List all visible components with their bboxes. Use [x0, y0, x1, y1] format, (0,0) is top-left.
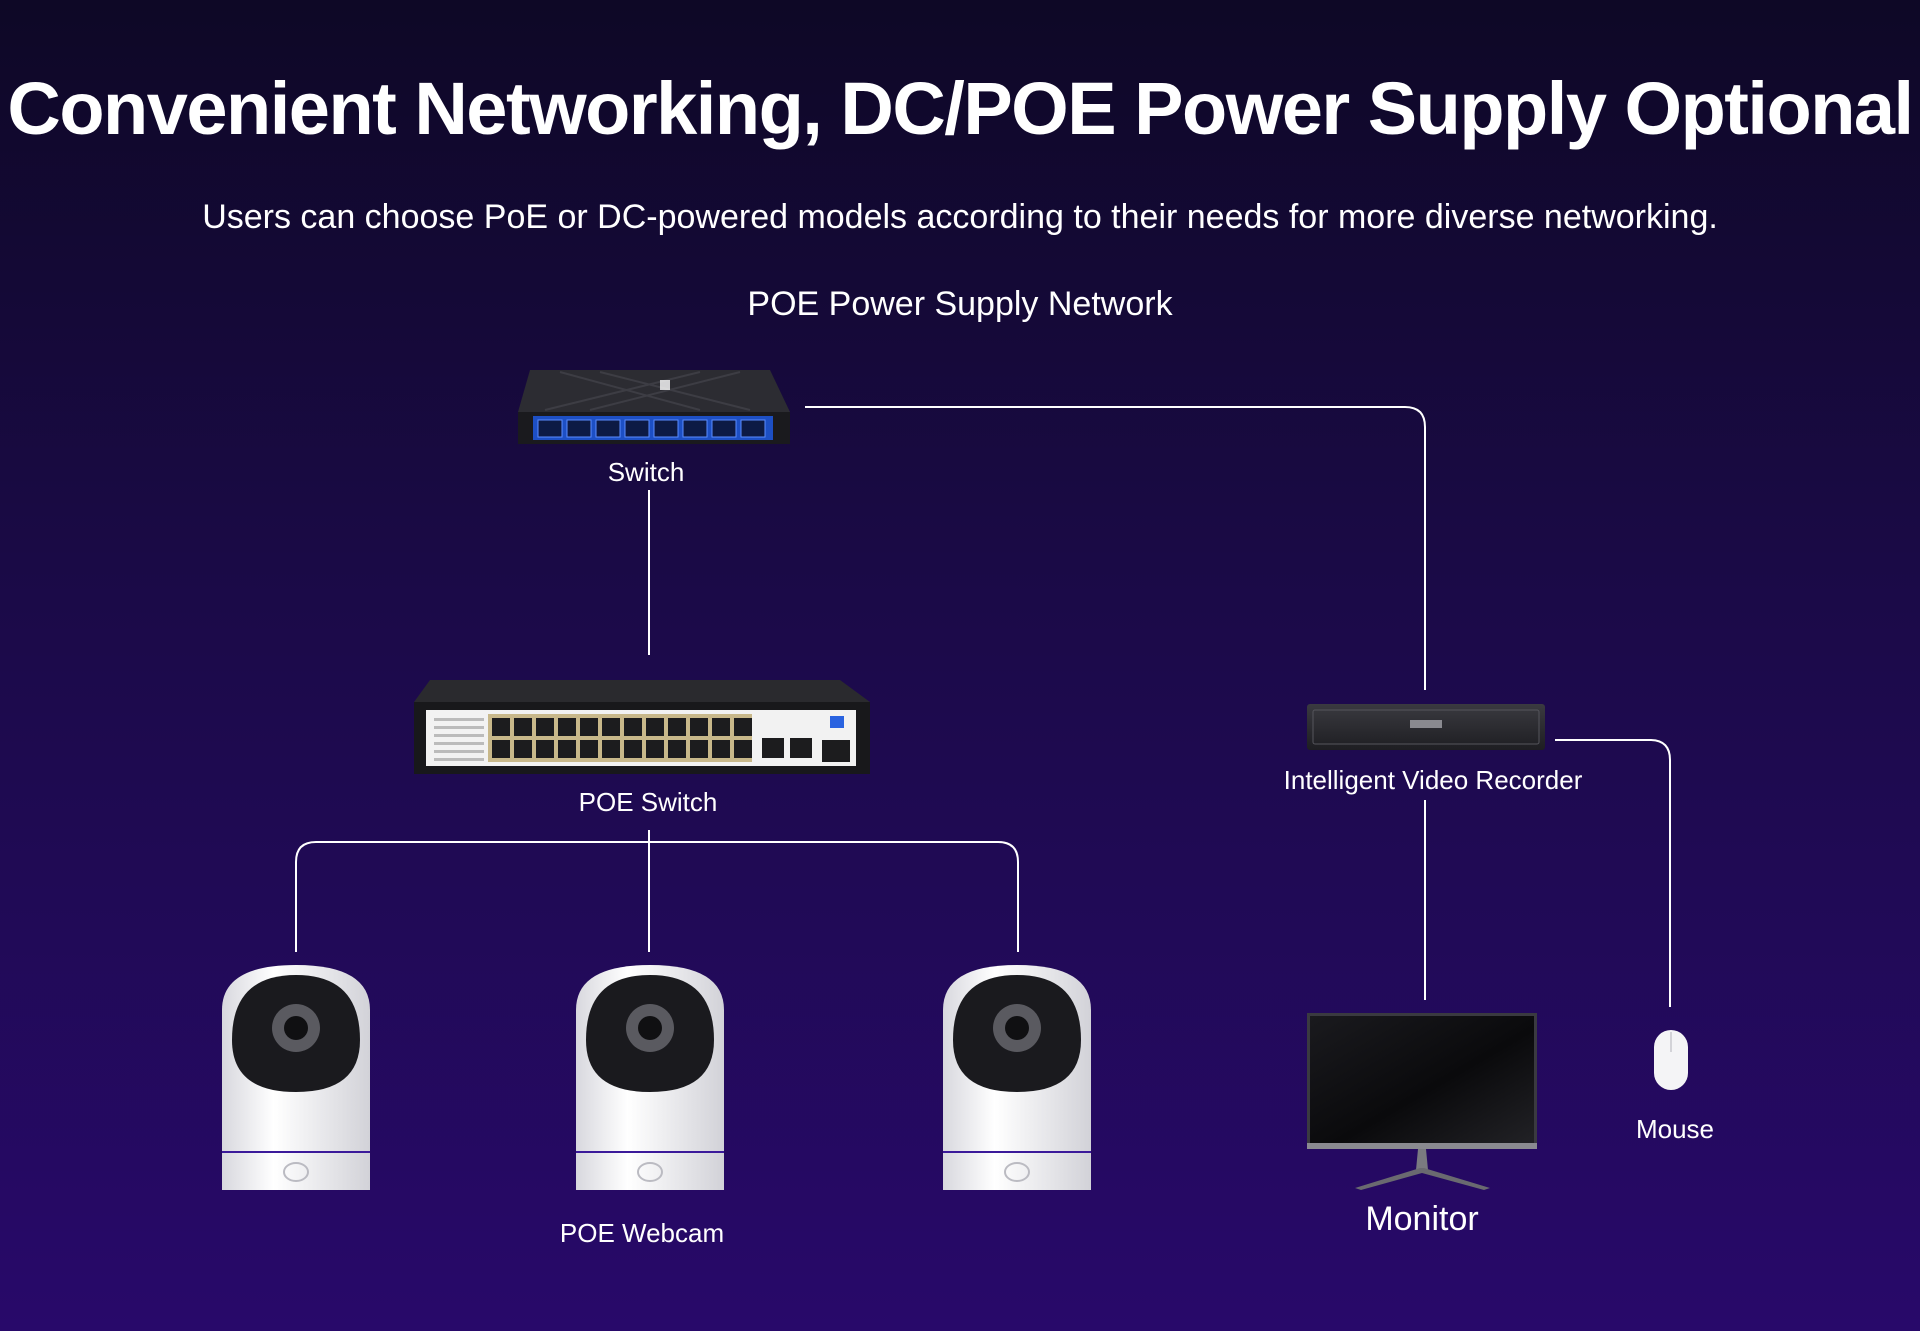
- line-recorder-to-mouse: [1555, 739, 1671, 1007]
- mouse-icon: [1654, 1030, 1688, 1090]
- switch-icon: [518, 370, 790, 444]
- connection-lines: [295, 406, 1671, 1007]
- webcam-icon: [576, 965, 724, 1190]
- page-subtitle: Users can choose PoE or DC-powered model…: [202, 198, 1718, 236]
- switch-label: Switch: [607, 457, 685, 487]
- monitor-icon: [1307, 1013, 1537, 1190]
- video-recorder-icon: [1307, 704, 1545, 750]
- line-poe-switch-to-cameras: [295, 841, 1019, 952]
- video-recorder-label: Intelligent Video Recorder: [1283, 765, 1583, 795]
- webcam-icon: [222, 965, 370, 1190]
- webcam-label: POE Webcam: [559, 1218, 725, 1248]
- line-switch-to-recorder: [805, 406, 1426, 690]
- page-title: Convenient Networking, DC/POE Power Supp…: [7, 67, 1914, 150]
- network-title: POE Power Supply Network: [747, 285, 1173, 323]
- poe-switch-label: POE Switch: [578, 787, 718, 817]
- webcam-icon: [943, 965, 1091, 1190]
- mouse-label: Mouse: [1635, 1114, 1715, 1144]
- poe-switch-icon: [414, 680, 870, 774]
- monitor-label: Monitor: [1365, 1200, 1479, 1238]
